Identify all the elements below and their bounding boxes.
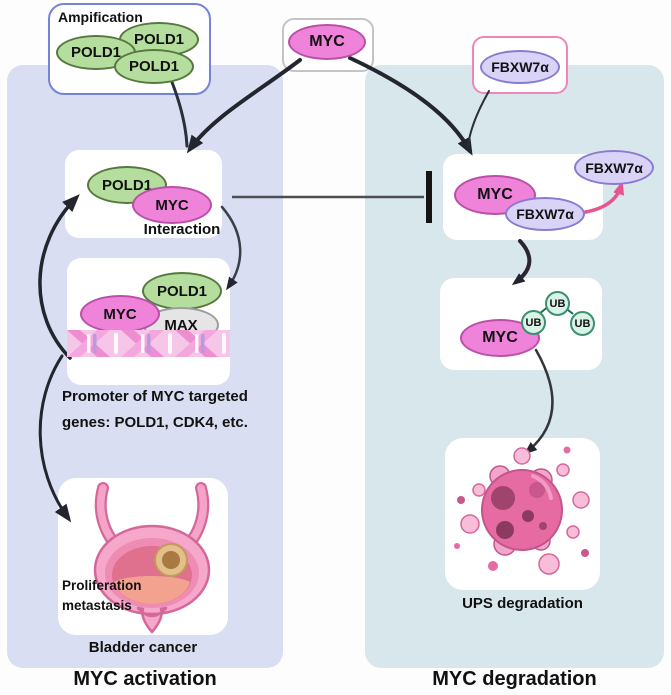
bladder-illustration: [93, 482, 211, 634]
bladder-annotation-line2: metastasis: [62, 597, 132, 613]
interaction-label: Interaction: [143, 221, 221, 238]
myc-oval: MYC: [454, 175, 536, 215]
ups-degradation-label: UPS degradation: [462, 595, 583, 612]
pold1-oval: POLD1: [114, 49, 194, 84]
bladder-annotation: Proliferation metastasis: [62, 576, 142, 615]
promoter-caption-line2: genes: POLD1, CDK4, etc.: [62, 414, 248, 431]
pold1-oval: POLD1: [87, 166, 167, 204]
fbxw7-free-oval: FBXW7α: [574, 150, 654, 185]
myc-degradation-title: MYC degradation: [432, 668, 597, 690]
myc-activation-title: MYC activation: [73, 668, 217, 690]
bladder-cancer-label: Bladder cancer: [88, 639, 198, 656]
myc-oval: MYC: [80, 295, 160, 333]
amplification-title: Ampification: [58, 9, 143, 25]
degraded-protein-illustration: [454, 446, 590, 575]
ubiquitin-badge: UB: [570, 311, 595, 336]
dna-helix: [67, 330, 230, 357]
bladder-annotation-line1: Proliferation: [62, 578, 142, 593]
ubiquitin-badge: UB: [545, 291, 570, 316]
fbxw7-oval: FBXW7α: [505, 197, 585, 231]
fbxw7-oval: FBXW7α: [480, 50, 560, 84]
pold1-oval: POLD1: [142, 272, 222, 310]
ubiquitin-badge: UB: [521, 310, 546, 335]
myc-oval: MYC: [460, 319, 540, 357]
promoter-caption-line1: Promoter of MYC targeted: [62, 388, 248, 405]
myc-oval: MYC: [288, 24, 366, 60]
myc-oval: MYC: [132, 186, 212, 224]
